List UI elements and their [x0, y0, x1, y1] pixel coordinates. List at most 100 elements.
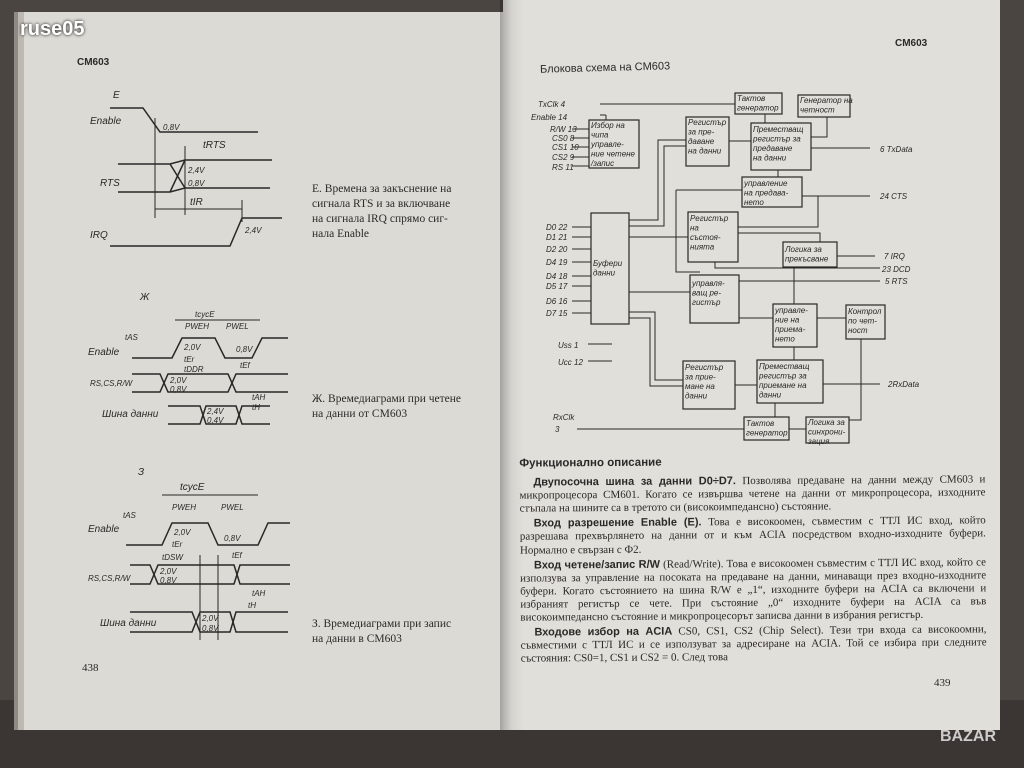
block-label: Логика за [784, 245, 822, 254]
block-label: на данни [753, 154, 787, 163]
timing-label: tEr [172, 540, 183, 549]
timing-label: tcycE [195, 310, 215, 319]
pin-label: 5 RTS [885, 277, 908, 286]
voltage-label: 0,8V [163, 123, 180, 132]
pin-label: D6 16 [546, 297, 568, 306]
caption-line: на сигнала IRQ спрямо сиг- [312, 213, 448, 225]
pin-label: D5 17 [546, 282, 568, 291]
irq-waveform [110, 217, 282, 247]
enable-waveform [110, 107, 258, 133]
caption-line: З. Времедиаграми при запис [312, 618, 452, 630]
voltage-label: 2,0V [201, 614, 219, 623]
pin-label: 23 DCD [881, 265, 911, 274]
timing-diagram-zh: Ж tcycE PWEH PWEL tAS Enable 2,0V 0,8V t… [88, 292, 288, 425]
block-label: Регистър [685, 363, 724, 372]
block-label: данни [759, 391, 782, 400]
enable-waveform [132, 337, 288, 359]
block-label: нето [775, 335, 795, 344]
block-label: ние четене [591, 150, 636, 159]
timing-label: tH [248, 601, 256, 610]
voltage-label: 0,8V [160, 576, 177, 585]
right-book-page [503, 0, 1000, 730]
block-label: регистър за [758, 372, 807, 381]
pin-label: 24 CTS [879, 192, 908, 201]
signal-label: Шина данни [102, 409, 159, 420]
rts-transition [169, 163, 186, 189]
pin-label: D2 20 [546, 245, 568, 254]
block-label: даване [688, 137, 715, 146]
pin-label: 2RxData [887, 380, 920, 389]
timing-label: tH [252, 403, 260, 412]
timing-label: tAS [123, 511, 137, 520]
right-page-header: CM603 [895, 38, 928, 49]
watermark: ruse05 [20, 18, 85, 40]
pin-label: RxClk [553, 413, 575, 422]
rts-waveform-low [118, 187, 270, 193]
caption-line: на данни от CM603 [312, 408, 408, 420]
block-label: данни [685, 392, 708, 401]
timing-diagram-e: E Enable 0,8V tRTS RTS 2,4V 0,8V tIR IRQ… [90, 90, 282, 247]
block-label: приемане на [759, 381, 807, 390]
pin-label: 6 TxData [880, 145, 913, 154]
block-label: нето [744, 198, 764, 207]
voltage-label: 0,8V [236, 345, 253, 354]
timing-label: tcycE [180, 482, 205, 493]
block-label: /запис [590, 159, 614, 168]
voltage-label: 2,0V [159, 567, 177, 576]
timing-label: PWEL [221, 503, 244, 512]
parity-generator-block [797, 94, 851, 118]
enable-waveform [126, 522, 290, 546]
bus-waveform [130, 611, 288, 633]
block-label: синхрони- [808, 428, 846, 437]
block-label: Логика за [807, 418, 845, 427]
block-label: Буфери [593, 259, 623, 268]
pin-label: TxClk 4 [538, 100, 566, 109]
tx-clock-generator-block [734, 92, 783, 115]
pin-label: Enable 14 [531, 113, 568, 122]
timing-label: tDSW [162, 553, 184, 562]
voltage-label: 0,8V [202, 624, 219, 633]
block-label: на [690, 224, 699, 233]
block-label: четност [800, 106, 835, 115]
rs-waveform [130, 564, 290, 585]
tx-shift-register-block [750, 122, 812, 171]
block-label: генератор [746, 429, 788, 438]
block-label: Преместващ [759, 362, 810, 371]
timing-label: tAH [252, 589, 266, 598]
pin-label: Ucc 12 [558, 358, 583, 367]
block-label: Регистър [690, 214, 729, 223]
block-label: Избор на [591, 121, 625, 130]
block-label: управле- [774, 306, 808, 315]
block-label: предаване [753, 144, 793, 153]
block-label: за прие- [684, 373, 716, 382]
timing-label: tDDR [184, 365, 204, 374]
pin-label: CS0 8 [552, 134, 575, 143]
signal-label: RS,CS,R/W [88, 574, 132, 583]
tx-control-block [741, 176, 803, 208]
block-label: управле- [590, 140, 624, 149]
signal-label: RTS [100, 178, 120, 189]
pin-label: 7 IRQ [884, 252, 905, 261]
block-label: ност [848, 326, 868, 335]
block-label: Генератор на [800, 96, 853, 105]
bus-waveform [168, 405, 270, 425]
voltage-label: 2,4V [187, 166, 205, 175]
figure-letter: З [138, 467, 144, 478]
timing-label: tEr [184, 355, 195, 364]
voltage-label: 2,0V [173, 528, 191, 537]
figure-letter: E [113, 90, 120, 101]
block-label: управля- [691, 279, 725, 288]
block-label: ние на [775, 316, 800, 325]
block-label: Регистър [688, 118, 727, 127]
pin-label: Uss 1 [558, 341, 578, 350]
rts-waveform-high [118, 159, 272, 165]
signal-label: Enable [88, 347, 120, 358]
voltage-label: 0,4V [207, 416, 224, 425]
signal-label: RS,CS,R/W [90, 379, 134, 388]
control-register-block [689, 274, 740, 324]
pin-label: D7 15 [546, 309, 568, 318]
bus-waveform [168, 405, 270, 425]
